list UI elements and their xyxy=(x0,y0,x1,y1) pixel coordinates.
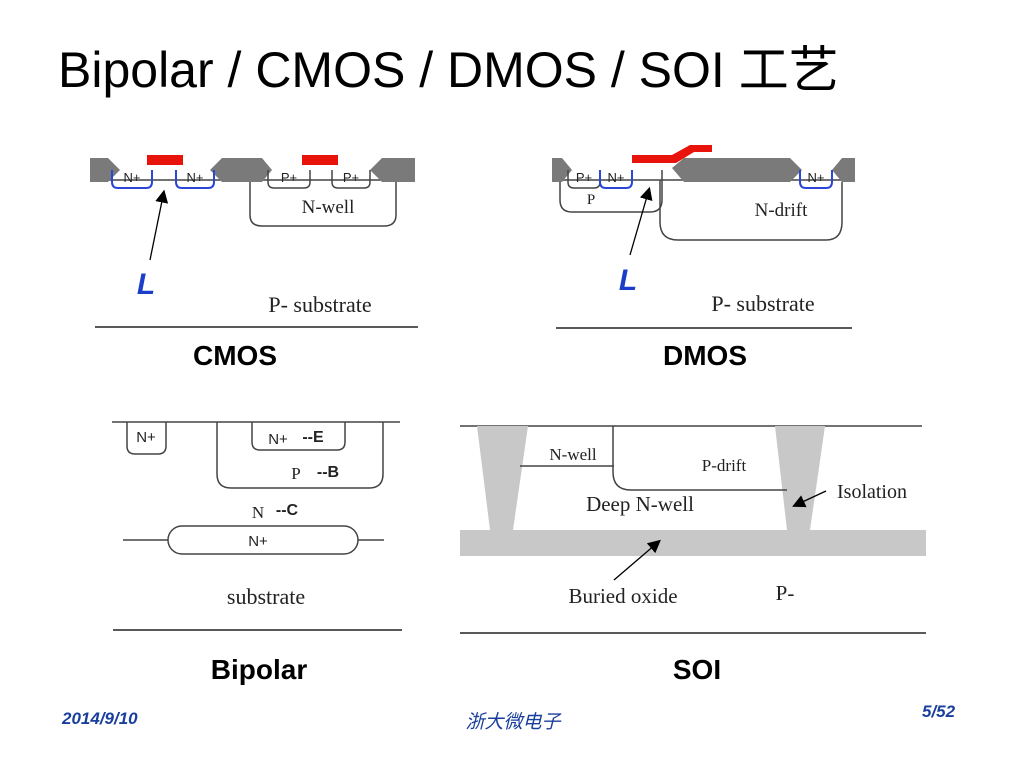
bipolar-base-label: P xyxy=(291,464,300,483)
cmos-field-oxide-left xyxy=(90,158,120,182)
bipolar-buried-label: N+ xyxy=(248,533,268,550)
soi-nwell-label: N-well xyxy=(549,445,596,464)
soi-isolation-trench-left xyxy=(477,426,528,530)
dmos-nplus-source-region xyxy=(599,170,633,189)
dmos-channel-marker: L xyxy=(619,264,637,297)
bipolar-collector-label: N xyxy=(252,503,264,522)
dmos-nplus-source-label: N+ xyxy=(608,170,625,185)
soi-pdrift-region xyxy=(612,426,787,491)
bipolar-base-tag: --B xyxy=(317,464,339,481)
soi-isolation-label: Isolation xyxy=(837,481,907,503)
dmos-ndrift-label: N-drift xyxy=(755,200,808,221)
cmos-field-oxide-right xyxy=(370,158,415,182)
bipolar-buried-nplus-region xyxy=(167,525,359,555)
dmos-field-oxide-left xyxy=(552,158,572,182)
cmos-channel-arrow xyxy=(149,189,169,261)
cmos-pplus-2-region xyxy=(331,170,371,189)
dmos-substrate-label: P- substrate xyxy=(711,291,814,316)
dmos-pbody-label: P xyxy=(587,192,595,208)
soi-substrate-label: P- xyxy=(776,581,795,605)
cmos-nwell-region xyxy=(249,182,397,227)
bipolar-collector-tag: --C xyxy=(276,502,299,519)
cmos-nplus-1-label: N+ xyxy=(124,170,141,185)
soi-buried-oxide-arrow xyxy=(613,539,661,581)
cmos-diagram: N+ N+ P+ P+ N-well L P- substrate xyxy=(90,155,418,328)
soi-deep-nwell-label: Deep N-well xyxy=(586,492,694,516)
dmos-ndrift-region xyxy=(659,180,843,241)
soi-pdrift-label: P-drift xyxy=(702,456,747,475)
dmos-field-oxide-long xyxy=(672,158,802,182)
cmos-channel-marker: L xyxy=(137,268,155,301)
bipolar-base-region xyxy=(216,422,384,489)
dmos-field-oxide-right xyxy=(832,158,855,182)
cmos-substrate-label: P- substrate xyxy=(268,292,371,317)
footer-date: 2014/9/10 xyxy=(62,709,138,728)
bipolar-diagram: N+ N+ --E P --B N --C N+ substrate xyxy=(112,421,402,631)
dmos-gate xyxy=(632,145,712,163)
cmos-caption: CMOS xyxy=(193,340,277,371)
cmos-pplus-2-label: P+ xyxy=(343,170,359,185)
bipolar-nplus-contact-label: N+ xyxy=(136,429,156,446)
bipolar-substrate-label: substrate xyxy=(227,584,305,609)
soi-isolation-trench-right xyxy=(775,426,825,530)
dmos-pplus-label: P+ xyxy=(576,170,592,185)
soi-isolation-arrow xyxy=(792,490,827,508)
bipolar-emitter-label: N+ xyxy=(268,431,288,448)
soi-diagram: N-well P-drift Deep N-well Isolation Bur… xyxy=(460,425,926,634)
dmos-caption: DMOS xyxy=(663,340,747,371)
dmos-diagram: P+ N+ N+ P N-drift L P- substrate xyxy=(552,145,855,329)
dmos-nplus-drain-region xyxy=(799,170,833,189)
dmos-nplus-drain-label: N+ xyxy=(808,170,825,185)
bipolar-emitter-tag: --E xyxy=(302,429,324,446)
bipolar-nplus-contact-region xyxy=(126,422,167,455)
bipolar-caption: Bipolar xyxy=(210,654,308,685)
bipolar-emitter-region xyxy=(251,422,346,451)
cmos-pplus-1-label: P+ xyxy=(281,170,297,185)
page-number: 5/52 xyxy=(922,702,956,721)
slide-title: Bipolar / CMOS / DMOS / SOI 工艺 xyxy=(58,42,839,98)
soi-buried-oxide-layer xyxy=(460,530,926,556)
soi-buried-oxide-label: Buried oxide xyxy=(568,584,677,608)
cmos-nplus-2-label: N+ xyxy=(187,170,204,185)
cmos-nplus-1-region xyxy=(111,170,153,189)
soi-caption: SOI xyxy=(672,654,722,685)
footer-center: 浙大微电子 xyxy=(465,711,561,733)
dmos-channel-arrow xyxy=(629,186,653,256)
dmos-pbody-region xyxy=(559,170,663,213)
cmos-nmos-gate xyxy=(147,155,183,165)
cmos-nwell-label: N-well xyxy=(302,197,355,218)
cmos-nplus-2-region xyxy=(175,170,215,189)
cmos-field-oxide-mid xyxy=(210,158,272,182)
cmos-pmos-gate xyxy=(302,155,338,165)
cmos-pplus-1-region xyxy=(267,170,311,189)
